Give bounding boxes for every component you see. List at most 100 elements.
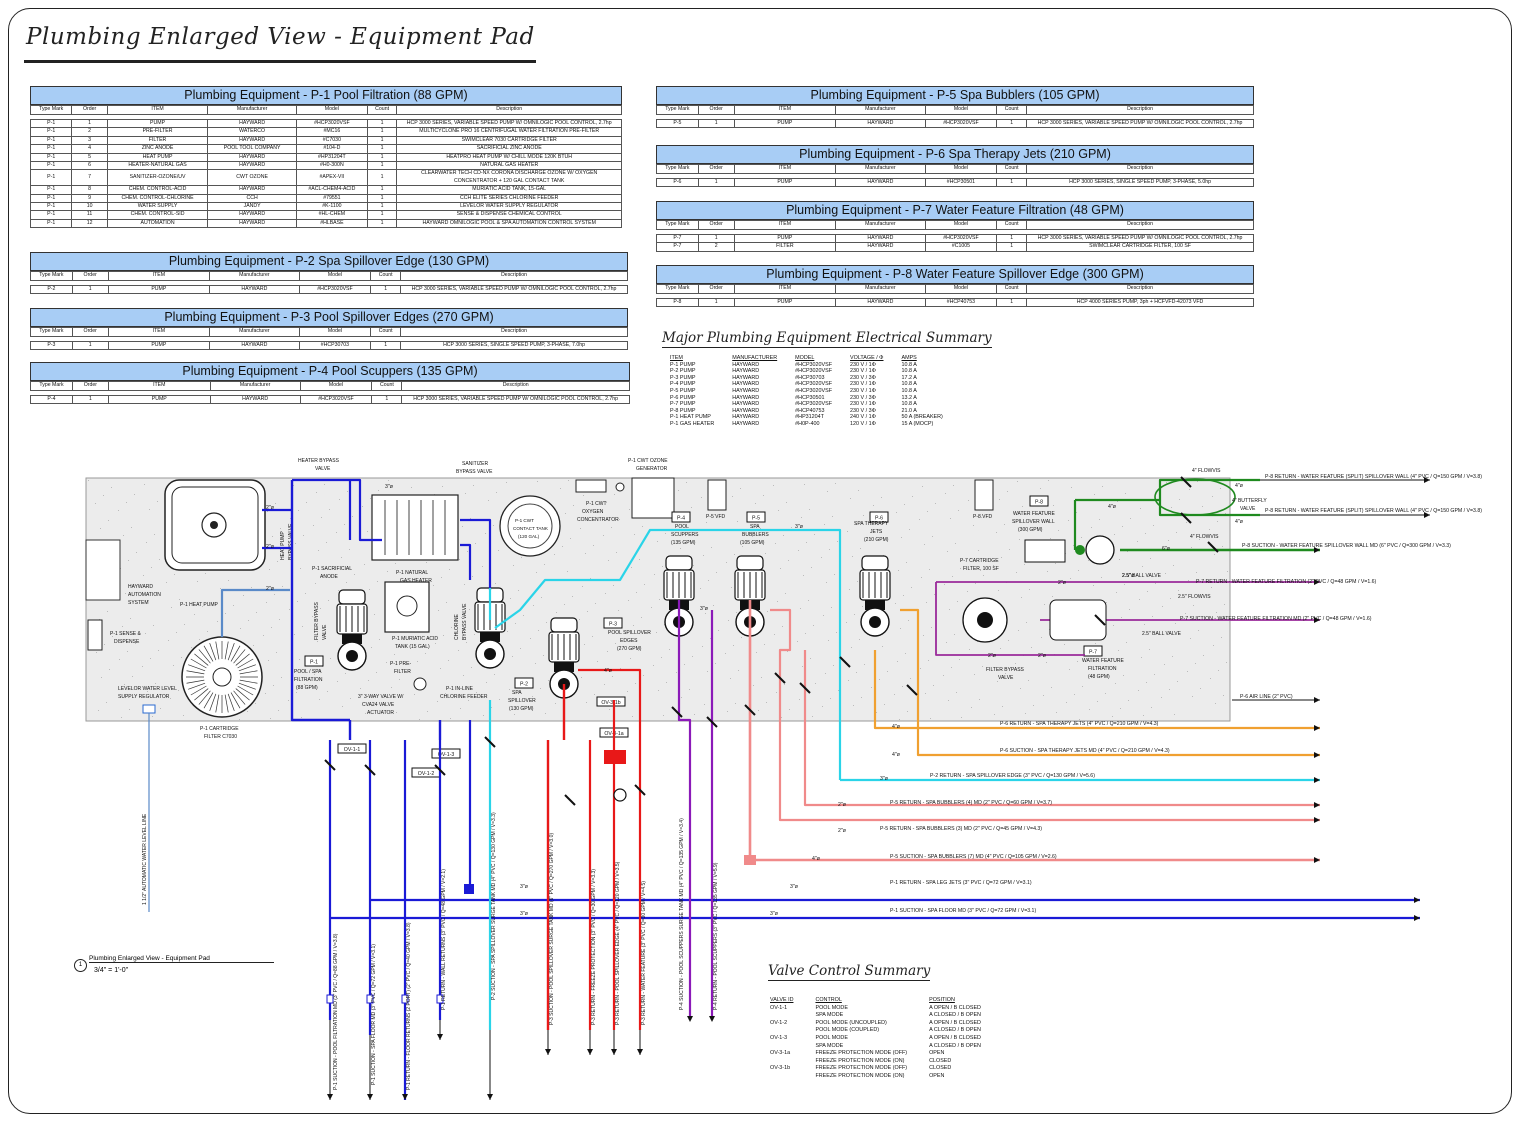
pad-texture bbox=[775, 543, 776, 544]
pad-texture bbox=[470, 518, 471, 519]
pad-texture bbox=[442, 486, 443, 487]
table-cell: P-1 HEAT PUMP bbox=[670, 414, 711, 421]
pad-texture bbox=[205, 573, 206, 574]
pad-texture bbox=[854, 614, 855, 615]
pad-texture bbox=[462, 526, 463, 527]
filter-pleat bbox=[186, 679, 205, 684]
tag-p5: P-5 bbox=[752, 516, 760, 522]
pad-texture bbox=[858, 490, 859, 491]
table-cell: OPEN bbox=[929, 1050, 945, 1057]
pad-texture bbox=[1199, 539, 1200, 540]
pad-texture bbox=[111, 487, 112, 488]
pad-texture bbox=[590, 578, 591, 579]
flow-arrow bbox=[487, 1094, 493, 1100]
pad-texture bbox=[1015, 663, 1016, 664]
pad-texture bbox=[619, 519, 620, 520]
cartridge-label: P-1 CARTRIDGE bbox=[200, 726, 239, 732]
pad-texture bbox=[1071, 487, 1072, 488]
pad-texture bbox=[151, 567, 152, 568]
table-cell: PUMP bbox=[107, 284, 211, 295]
pad-texture bbox=[158, 650, 159, 651]
valve-handle bbox=[799, 682, 811, 694]
table-cell: #HCP30703 bbox=[795, 374, 825, 381]
table-cell: A CLOSED / B OPEN bbox=[929, 1042, 981, 1049]
pad-texture bbox=[1105, 693, 1106, 694]
pad-texture bbox=[276, 652, 277, 653]
ozone-gauge bbox=[615, 482, 625, 492]
contact-tank-label: CONTACT TANK bbox=[513, 526, 549, 531]
pad-texture bbox=[681, 697, 682, 698]
table-cell: 230 V / 1Φ bbox=[850, 401, 876, 408]
table-cell: 230 V / 1Φ bbox=[850, 381, 876, 388]
pad-texture bbox=[927, 511, 928, 512]
pad-texture bbox=[540, 688, 541, 689]
pad-texture bbox=[728, 620, 729, 621]
pad-texture bbox=[579, 619, 580, 620]
sense-dispense bbox=[87, 619, 103, 651]
pad-texture bbox=[1021, 597, 1022, 598]
tag-p8: P-8 bbox=[1035, 500, 1043, 506]
pad-texture bbox=[318, 550, 319, 551]
pipe-size-label: 3"ø bbox=[520, 884, 529, 890]
sanitizer-bypass-label: BYPASS VALVE bbox=[456, 469, 493, 475]
pad-texture bbox=[1018, 630, 1019, 631]
pad-texture bbox=[811, 567, 812, 568]
pad-texture bbox=[1048, 480, 1049, 481]
pad-texture bbox=[1069, 669, 1070, 670]
right-line-label: P-1 RETURN - SPA LEG JETS (3" PVC / Q=72… bbox=[890, 880, 1032, 886]
pad-texture bbox=[1024, 564, 1025, 565]
pad-texture bbox=[483, 715, 484, 716]
p1-pipe bbox=[460, 518, 492, 590]
pad-texture bbox=[425, 653, 426, 654]
right-line-label: P-7 SUCTION - WATER FEATURE FILTRATION M… bbox=[1180, 616, 1372, 622]
table-cell: #ACL-CHEM4-ACID bbox=[295, 185, 368, 195]
pad-texture bbox=[1196, 572, 1197, 573]
pad-texture bbox=[410, 578, 411, 579]
levelor-label: LEVELOR WATER LEVEL bbox=[118, 686, 177, 692]
ozone-label: P-1 CWT OZONE bbox=[628, 458, 668, 464]
pad-texture bbox=[597, 661, 598, 662]
table-cell: CLOSED bbox=[929, 1065, 952, 1072]
heater-bypass-label: HEATER BYPASS bbox=[298, 458, 340, 464]
flow-arrow bbox=[1314, 547, 1320, 553]
pad-texture bbox=[651, 607, 652, 608]
pad-texture bbox=[1140, 508, 1141, 509]
pad-texture bbox=[328, 600, 329, 601]
pad-texture bbox=[506, 482, 507, 483]
pad-texture bbox=[427, 711, 428, 712]
pad-texture bbox=[847, 531, 848, 532]
pipe-size-label: 2"ø bbox=[838, 802, 847, 808]
pad-texture bbox=[544, 564, 545, 565]
filter-pleat bbox=[186, 670, 205, 675]
flow-arrow bbox=[637, 1049, 643, 1055]
pad-texture bbox=[103, 495, 104, 496]
table-cell: HEATPRO HEAT PUMP W/ CHILL MODE 120K BTU… bbox=[396, 152, 622, 163]
pad-texture bbox=[545, 713, 546, 714]
ozone-generator bbox=[631, 477, 675, 519]
filter-pleat bbox=[224, 641, 229, 660]
valve-handle bbox=[364, 764, 376, 776]
pipe-cap bbox=[436, 994, 444, 1004]
pad-texture bbox=[653, 665, 654, 666]
pad-texture bbox=[240, 628, 241, 629]
pad-texture bbox=[471, 667, 472, 668]
pad-texture bbox=[451, 627, 452, 628]
prefilter-label: P-1 PRE- bbox=[390, 661, 411, 667]
flow-arrow bbox=[402, 1094, 408, 1100]
p6-suction bbox=[900, 608, 1320, 757]
pad-texture bbox=[160, 708, 161, 709]
pad-texture bbox=[1106, 602, 1107, 603]
pad-texture bbox=[596, 512, 597, 513]
pad-texture bbox=[417, 661, 418, 662]
pad-texture bbox=[855, 523, 856, 524]
pad-texture bbox=[469, 609, 470, 610]
p4-suction bbox=[677, 600, 692, 1020]
flow-arrow bbox=[587, 1049, 593, 1055]
p8-loop bbox=[1154, 478, 1236, 516]
pad-texture bbox=[930, 718, 931, 719]
pad-texture bbox=[1125, 493, 1126, 494]
pad-texture bbox=[849, 589, 850, 590]
p2-desc: (130 GPM) bbox=[509, 706, 534, 712]
